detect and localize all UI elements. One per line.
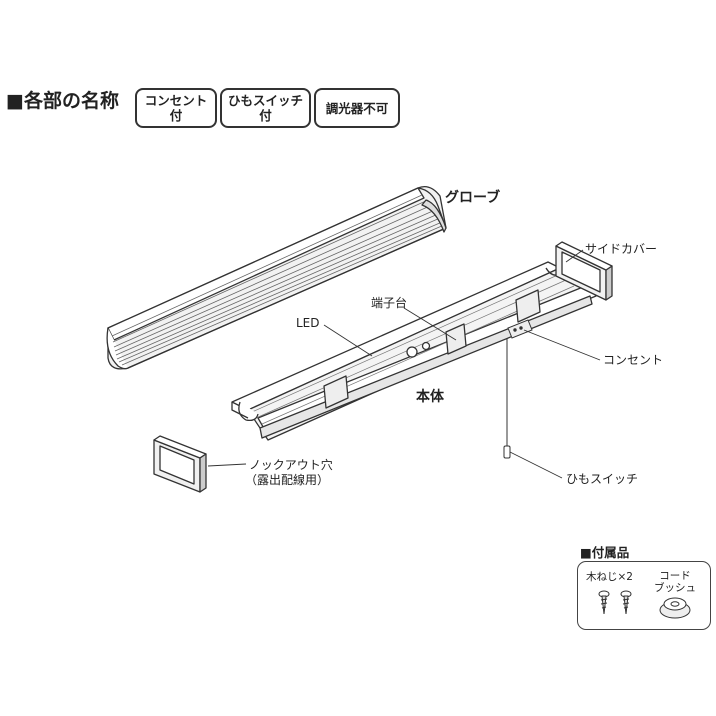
screw-icon	[620, 590, 632, 615]
label-side-cover: サイドカバー	[585, 242, 658, 256]
pull-switch-illustration	[503, 338, 511, 459]
badge-line1: 調光器不可	[325, 100, 389, 116]
label-body: 本体	[416, 389, 444, 405]
leader-lines	[207, 249, 601, 479]
bushing-line1: コード	[659, 570, 691, 582]
knockout-cover-illustration	[153, 435, 207, 493]
label-led: LED	[296, 316, 320, 330]
badge-pull-switch-included: ひもスイッチ 付	[220, 88, 311, 128]
badge-line1: コンセント	[144, 93, 208, 108]
outlet-illustration	[507, 319, 533, 339]
label-wood-screws: 木ねじ×2	[586, 571, 633, 583]
section-title: ■各部の名称	[6, 90, 119, 112]
badge-no-dimmer: 調光器不可	[314, 88, 400, 128]
label-globe: グローブ	[445, 190, 501, 206]
badge-line2: 付	[169, 108, 183, 123]
badge-line1: ひもスイッチ	[227, 93, 303, 108]
label-terminal-block: 端子台	[371, 296, 408, 310]
badge-outlet-included: コンセント 付	[135, 88, 217, 128]
globe-illustration	[106, 185, 447, 370]
accessories-title: ■付属品	[580, 545, 630, 560]
accessories-box: 木ねじ×2 コード ブッシュ	[577, 561, 711, 630]
bushing-line2: ブッシュ	[654, 582, 696, 594]
accessories-illustration	[598, 590, 691, 619]
label-outlet: コンセント	[603, 353, 664, 367]
label-cord-bushing: コード ブッシュ	[654, 570, 696, 594]
label-knockout-line1: ノックアウト穴	[249, 458, 333, 472]
badge-line2: 付	[259, 108, 272, 123]
cord-bushing-icon	[659, 597, 691, 619]
label-pull-switch: ひもスイッチ	[566, 472, 639, 486]
screw-icon	[598, 590, 610, 615]
body-illustration	[231, 261, 597, 441]
side-cover-illustration	[555, 241, 613, 301]
label-knockout-line2: （露出配線用）	[245, 473, 330, 487]
